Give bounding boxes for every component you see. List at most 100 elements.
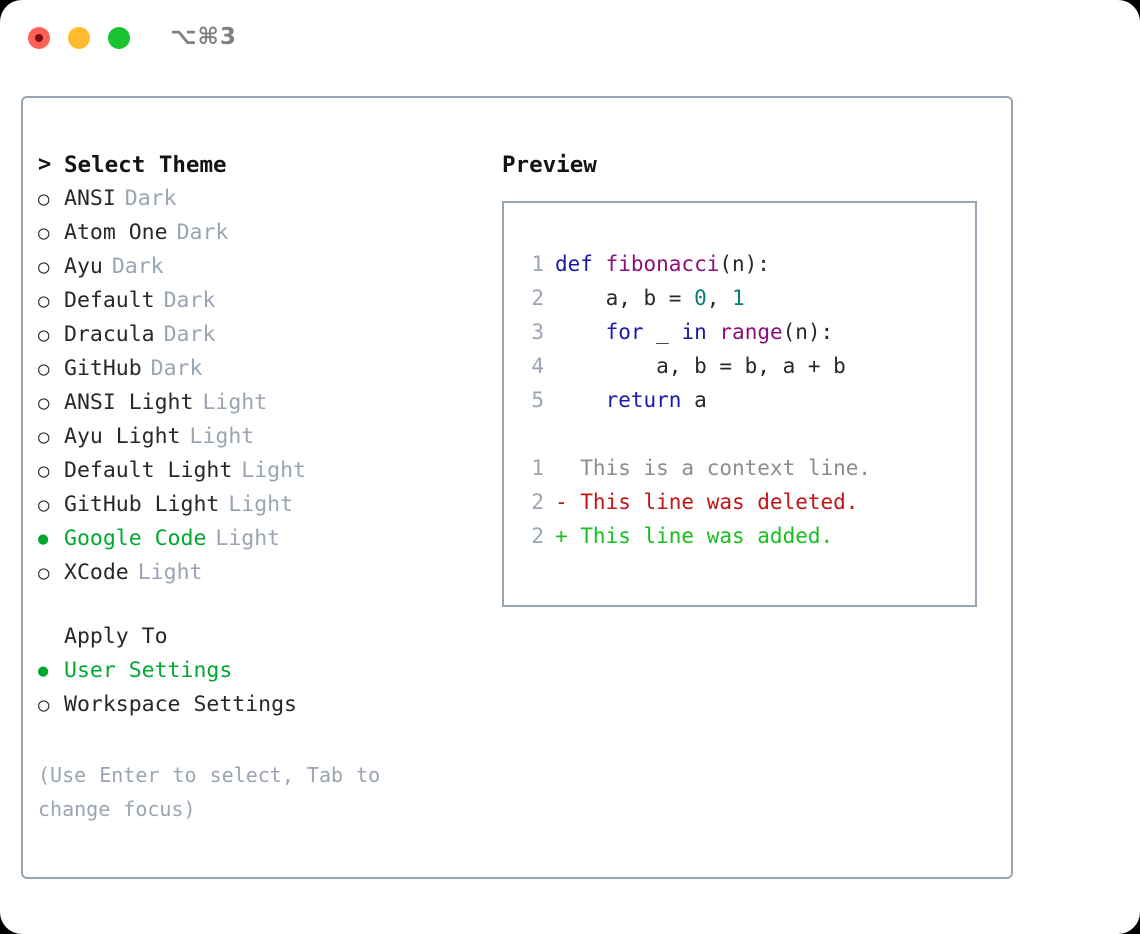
theme-variant-tag: Dark xyxy=(176,220,229,245)
hint-spacer xyxy=(38,722,488,758)
keyboard-shortcut-label: ⌥⌘3 xyxy=(170,24,237,50)
theme-list-item[interactable]: ● Google Code Light xyxy=(38,522,488,556)
radio-unselected-icon: ○ xyxy=(38,494,50,516)
code-diff-separator xyxy=(514,417,975,451)
radio-unselected-icon: ○ xyxy=(38,188,50,210)
diff-text-del: - This line was deleted. xyxy=(555,490,859,514)
theme-variant-tag: Dark xyxy=(124,186,177,211)
code-token-fn: fibonacci xyxy=(605,252,720,276)
code-token-kw: in xyxy=(681,320,707,344)
traffic-light-group xyxy=(28,27,130,49)
minimize-button[interactable] xyxy=(68,27,90,49)
code-token-plain: a, b = b, a + b xyxy=(555,354,846,378)
theme-name-label: Default xyxy=(64,288,155,313)
radio-unselected-icon: ○ xyxy=(38,358,50,380)
diff-text-add: + This line was added. xyxy=(555,524,834,548)
theme-list-item[interactable]: ○ GitHub Dark xyxy=(38,352,488,386)
theme-name-label: XCode xyxy=(64,560,129,585)
maximize-button[interactable] xyxy=(108,27,130,49)
theme-variant-tag: Light xyxy=(202,390,268,415)
radio-unselected-icon: ○ xyxy=(38,256,50,278)
theme-variant-tag: Dark xyxy=(163,288,216,313)
theme-variant-tag: Light xyxy=(137,560,203,585)
line-number: 2 xyxy=(531,524,544,548)
diff-line: 2 + This line was added. xyxy=(514,519,975,553)
apply-to-heading: Apply To xyxy=(64,624,168,649)
code-token-plain: a, b = xyxy=(555,286,695,310)
theme-list-item[interactable]: ○ ANSI Light Light xyxy=(38,386,488,420)
title-bar: ⌥⌘3 xyxy=(0,0,1140,78)
apply-to-label: Workspace Settings xyxy=(64,692,297,717)
theme-variant-tag: Light xyxy=(241,458,307,483)
theme-variant-tag: Light xyxy=(215,526,281,551)
line-number: 5 xyxy=(531,388,544,412)
radio-unselected-icon: ○ xyxy=(38,694,50,716)
theme-name-label: Ayu xyxy=(64,254,103,279)
line-number: 2 xyxy=(531,490,544,514)
theme-variant-tag: Dark xyxy=(150,356,203,381)
apply-to-item[interactable]: ●User Settings xyxy=(38,654,488,688)
close-button[interactable] xyxy=(28,27,50,49)
theme-list-item[interactable]: ○ Atom One Dark xyxy=(38,216,488,250)
radio-unselected-icon: ○ xyxy=(38,460,50,482)
select-theme-heading: > Select Theme xyxy=(38,148,488,182)
apply-to-list: ●User Settings ○ Workspace Settings xyxy=(38,654,488,722)
cursor-caret-icon: > xyxy=(38,152,52,177)
code-line: 5 return a xyxy=(514,383,975,417)
line-number: 1 xyxy=(531,456,544,480)
apply-to-item[interactable]: ○ Workspace Settings xyxy=(38,688,488,722)
diff-line: 1 This is a context line. xyxy=(514,451,975,485)
radio-unselected-icon: ○ xyxy=(38,426,50,448)
code-line: 3 for _ in range(n): xyxy=(514,315,975,349)
diff-sample: 1 This is a context line. 2 - This line wa… xyxy=(514,451,975,553)
theme-variant-tag: Light xyxy=(189,424,255,449)
theme-name-label: GitHub xyxy=(64,356,142,381)
theme-list-item[interactable]: ○ Ayu Light Light xyxy=(38,420,488,454)
code-token-plain xyxy=(555,320,606,344)
theme-name-label: Ayu Light xyxy=(64,424,181,449)
radio-unselected-icon: ○ xyxy=(38,392,50,414)
preview-title: Preview xyxy=(502,152,597,178)
pane-spacer xyxy=(38,590,488,620)
theme-name-label: Dracula xyxy=(64,322,155,347)
theme-name-label: GitHub Light xyxy=(64,492,220,517)
code-token-kw: return xyxy=(605,388,682,412)
line-number: 2 xyxy=(531,286,544,310)
code-line: 2 a, b = 0, 1 xyxy=(514,281,975,315)
keyboard-hint-text: (Use Enter to select, Tab to change focu… xyxy=(38,763,381,821)
code-token-plain: a xyxy=(681,388,707,412)
select-theme-heading-label: Select Theme xyxy=(64,152,227,178)
theme-name-label: ANSI Light xyxy=(64,390,194,415)
apply-to-label: User Settings xyxy=(64,658,233,683)
code-token-fn: range xyxy=(719,320,783,344)
theme-variant-tag: Dark xyxy=(163,322,216,347)
code-token-num: 0 xyxy=(694,286,707,310)
theme-name-label: Atom One xyxy=(64,220,168,245)
theme-list-item[interactable]: ○ GitHub Light Light xyxy=(38,488,488,522)
radio-unselected-icon: ○ xyxy=(38,222,50,244)
code-token-plain xyxy=(707,320,720,344)
line-number: 4 xyxy=(531,354,544,378)
diff-line: 2 - This line was deleted. xyxy=(514,485,975,519)
theme-name-label: Google Code xyxy=(64,526,207,551)
line-number: 3 xyxy=(531,320,544,344)
code-token-plain: _ xyxy=(643,320,682,344)
code-token-plain xyxy=(555,388,606,412)
radio-selected-icon: ● xyxy=(38,529,49,549)
theme-variant-tag: Light xyxy=(228,492,294,517)
code-token-plain: , xyxy=(706,286,733,310)
code-line: 4 a, b = b, a + b xyxy=(514,349,975,383)
